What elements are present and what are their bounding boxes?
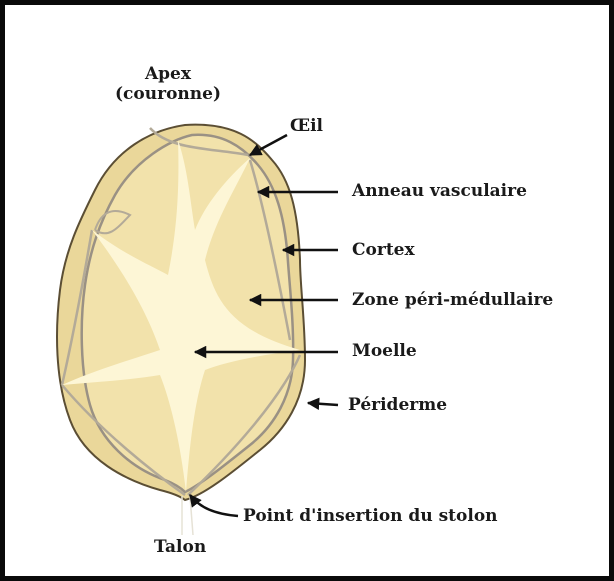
label-oeil: Œil (290, 116, 323, 136)
label-talon: Talon (154, 537, 206, 557)
label-apex: Apex (couronne) (108, 64, 228, 104)
label-point-insertion-stolon: Point d'insertion du stolon (243, 506, 498, 526)
arrow-insertion (190, 495, 238, 516)
label-apex-line2: (couronne) (108, 84, 228, 104)
label-zone-peri-medullaire: Zone péri-médullaire (352, 290, 553, 310)
label-periderme: Périderme (348, 395, 447, 415)
label-cortex: Cortex (352, 240, 415, 260)
label-anneau-vasculaire: Anneau vasculaire (352, 181, 527, 201)
label-moelle: Moelle (352, 341, 417, 361)
stolon-line-2 (190, 496, 193, 535)
arrow-periderme (308, 403, 338, 405)
label-apex-line1: Apex (108, 64, 228, 84)
